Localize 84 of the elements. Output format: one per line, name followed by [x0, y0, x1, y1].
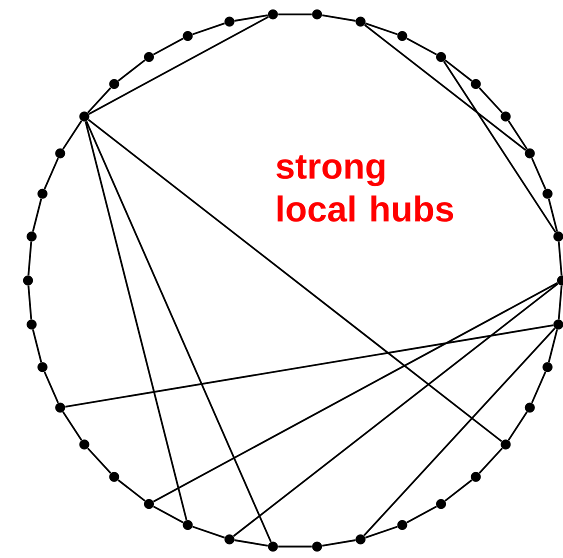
- edge-line: [65, 324, 554, 408]
- edge-line: [234, 14, 268, 22]
- edge-line: [478, 448, 503, 474]
- ring-dot: [224, 16, 234, 27]
- ring-dot: [397, 30, 408, 41]
- edge-line: [118, 479, 146, 502]
- ring-dot: [55, 148, 66, 158]
- ring-dot: [436, 499, 446, 509]
- ring-dot: [356, 16, 366, 27]
- edge-line: [62, 411, 82, 441]
- edge-line: [322, 539, 356, 547]
- ring-dot: [182, 520, 193, 530]
- ring-dot: [144, 499, 154, 509]
- edge-line: [234, 539, 268, 547]
- edge-line: [84, 121, 188, 520]
- ring-dot: [268, 542, 278, 552]
- edge-line: [363, 328, 556, 536]
- edge-line: [118, 59, 146, 82]
- edge-line: [192, 22, 225, 36]
- edge-line: [192, 526, 225, 538]
- edge-line: [558, 286, 562, 320]
- edge-line: [478, 87, 503, 114]
- edge-line: [32, 329, 42, 362]
- ring-dot: [79, 439, 90, 450]
- ring-dot: [79, 112, 90, 122]
- ring-dot: [524, 148, 535, 158]
- edge-line: [444, 479, 472, 502]
- edge-line: [62, 120, 82, 150]
- edge-line: [87, 448, 112, 474]
- ring-dot: [23, 276, 33, 286]
- edge-line: [32, 198, 42, 232]
- ring-dot: [26, 232, 37, 242]
- ring-dot: [312, 9, 322, 20]
- ring-dot: [500, 439, 511, 450]
- ring-dot: [55, 402, 66, 413]
- edge-line: [365, 22, 398, 36]
- ring-dot: [470, 79, 481, 90]
- ring-dot: [268, 9, 278, 20]
- ring-dot: [542, 362, 553, 372]
- edge-line: [153, 506, 184, 524]
- ring-dot: [37, 188, 48, 199]
- edge-line: [443, 60, 556, 233]
- edge-line: [278, 546, 312, 548]
- edge-line: [558, 242, 562, 276]
- edge-line: [87, 87, 112, 114]
- ring-dot: [109, 79, 120, 90]
- edge-line: [406, 38, 437, 56]
- edge-line: [88, 16, 269, 115]
- ring-dot: [524, 402, 535, 413]
- ring-dot: [109, 472, 120, 482]
- edge-line: [88, 118, 502, 442]
- edge-line: [444, 59, 472, 82]
- edge-line: [406, 506, 437, 524]
- ring-dot: [182, 30, 193, 41]
- edge-line: [153, 282, 558, 502]
- edge-line: [364, 24, 526, 151]
- ring-dot: [144, 52, 154, 62]
- ring-dot: [26, 319, 37, 330]
- ring-dot: [37, 362, 48, 372]
- edge-line: [365, 526, 398, 538]
- edge-line: [548, 329, 558, 362]
- edge-line: [548, 198, 558, 232]
- edge-line: [233, 282, 558, 537]
- edge-line: [531, 372, 546, 404]
- edge-line: [508, 120, 528, 150]
- edge-line: [44, 158, 59, 190]
- edge-line: [44, 372, 59, 404]
- edge-line: [153, 38, 184, 56]
- ring-dot: [436, 52, 446, 62]
- edge-line: [28, 286, 32, 320]
- edge-line: [508, 411, 528, 441]
- edge-line: [86, 120, 272, 542]
- hub-caption: strong local hubs: [276, 155, 454, 222]
- ring-dot: [312, 542, 322, 552]
- edge-line: [28, 242, 32, 276]
- edge-line: [278, 14, 312, 16]
- ring-dot: [542, 188, 553, 199]
- edge-line: [322, 14, 356, 22]
- ring-dot: [356, 534, 366, 544]
- ring-dot: [224, 534, 234, 544]
- ring-dot: [500, 112, 511, 122]
- edge-line: [531, 158, 546, 190]
- ring-dot: [397, 520, 408, 530]
- ring-dot: [470, 472, 481, 482]
